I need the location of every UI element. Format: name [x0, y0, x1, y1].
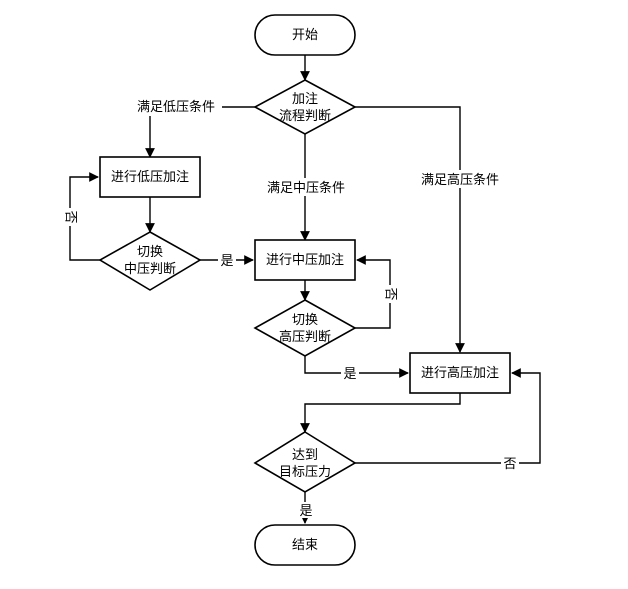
label-no-low: 否	[63, 210, 78, 223]
label-no-high: 否	[503, 457, 516, 472]
label-yes-low-to-mid: 是	[220, 254, 233, 269]
node-refuel-decision: 加注 流程判断	[253, 79, 357, 135]
edge-labels: 满足低压条件 满足中压条件 满足高压条件 是 否 否 是 否 是	[61, 96, 519, 519]
node-refuel-decision-line1: 加注	[292, 92, 318, 107]
edge-switch-high-yes	[304, 355, 409, 378]
node-refuel-decision-line2: 流程判断	[279, 109, 331, 124]
node-mid-pressure-fill-label: 进行中压加注	[266, 253, 344, 268]
label-yes-end: 是	[299, 504, 312, 519]
node-low-pressure-fill: 进行低压加注	[99, 156, 201, 198]
node-target-check: 达到 目标压力	[253, 431, 357, 493]
node-switch-to-high-line1: 切换	[292, 313, 318, 328]
node-low-pressure-fill-label: 进行低压加注	[111, 170, 189, 185]
node-switch-to-high: 切换 高压判断	[253, 299, 357, 357]
edge-decision-to-high	[355, 106, 465, 353]
node-switch-to-mid: 切换 中压判断	[98, 231, 202, 291]
node-switch-to-mid-line1: 切换	[137, 245, 163, 260]
label-high-condition: 满足高压条件	[421, 172, 499, 188]
edge-high-to-target	[300, 393, 461, 433]
edge-target-no	[355, 368, 541, 464]
node-end-label: 结束	[292, 538, 318, 553]
node-mid-pressure-fill: 进行中压加注	[254, 239, 356, 281]
node-switch-to-mid-line2: 中压判断	[124, 262, 176, 277]
node-high-pressure-fill: 进行高压加注	[409, 352, 511, 394]
label-low-condition: 满足低压条件	[137, 99, 215, 115]
node-switch-to-high-line2: 高压判断	[279, 329, 331, 345]
node-start: 开始	[254, 14, 356, 56]
node-target-check-line2: 目标压力	[279, 465, 331, 480]
label-mid-condition: 满足中压条件	[267, 180, 345, 196]
label-yes-mid-to-high: 是	[343, 367, 356, 382]
node-high-pressure-fill-label: 进行高压加注	[421, 365, 499, 381]
node-target-check-line1: 达到	[292, 448, 318, 463]
label-no-mid: 否	[383, 287, 398, 300]
node-end: 结束	[254, 524, 356, 566]
node-start-label: 开始	[292, 28, 318, 43]
